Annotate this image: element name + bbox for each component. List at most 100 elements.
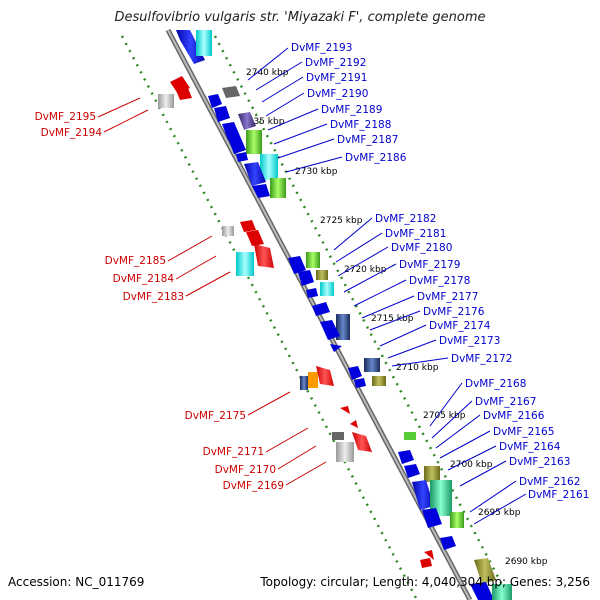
gene-feature — [208, 94, 222, 108]
gene-label: DvMF_2193 — [291, 42, 352, 54]
gene-label: DvMF_2192 — [305, 57, 366, 69]
gene-feature — [404, 464, 420, 478]
leader-line — [469, 480, 517, 513]
leader-line — [429, 382, 463, 427]
gene-feature — [252, 184, 270, 198]
gene-feature — [244, 162, 266, 186]
leader-line — [431, 400, 473, 439]
leader-line — [265, 92, 305, 117]
gene-feature — [424, 466, 440, 482]
gene-feature — [440, 536, 456, 550]
genes-forward — [176, 30, 512, 600]
labels-left: DvMF_2195 DvMF_2194 DvMF_2185 DvMF_2184 … — [35, 111, 284, 492]
leader-line — [369, 310, 421, 331]
tick-label: 2735 kbp — [242, 117, 285, 127]
gene-feature — [450, 512, 464, 528]
gene-label: DvMF_2171 — [203, 446, 264, 458]
gene-label: DvMF_2187 — [337, 134, 398, 146]
tick-label: 2725 kbp — [320, 216, 363, 226]
leader-line — [277, 138, 335, 159]
gene-label: DvMF_2182 — [375, 213, 436, 225]
gene-feature — [430, 480, 452, 516]
leader-line — [435, 414, 481, 449]
tick-label: 2710 kbp — [396, 363, 439, 373]
gene-label: DvMF_2168 — [465, 378, 526, 390]
gene-feature — [364, 358, 380, 372]
leader-lines-left — [97, 97, 327, 486]
genes-reverse — [158, 76, 434, 568]
leader-line — [247, 391, 291, 416]
tick-label: 2705 kbp — [423, 411, 466, 421]
accession-label: Accession: NC_011769 — [8, 575, 145, 589]
gene-label: DvMF_2169 — [223, 480, 284, 492]
gene-label: DvMF_2185 — [105, 255, 166, 267]
gene-label: DvMF_2176 — [423, 306, 485, 318]
gene-feature — [474, 558, 496, 584]
gene-feature — [228, 136, 246, 154]
gene-label: DvMF_2173 — [439, 335, 500, 347]
gene-feature — [320, 282, 334, 296]
gene-label: DvMF_2163 — [509, 456, 570, 468]
gene-label: DvMF_2184 — [113, 273, 175, 285]
gene-feature — [340, 406, 350, 414]
gene-feature — [424, 550, 434, 560]
tick-label: 2720 kbp — [344, 265, 387, 275]
leader-line — [255, 61, 303, 91]
tick-label: 2690 kbp — [505, 557, 548, 567]
gene-feature — [336, 442, 354, 462]
leader-line — [343, 263, 397, 293]
gene-label: DvMF_2188 — [330, 119, 391, 131]
gene-feature — [316, 366, 334, 386]
tick-label: 2695 kbp — [478, 508, 521, 518]
leader-line — [175, 255, 217, 280]
leader-line — [353, 279, 407, 307]
gene-feature — [214, 106, 230, 122]
tick-labels: 2740 kbp 2735 kbp 2730 kbp 2725 kbp 2720… — [242, 68, 548, 567]
gene-feature — [222, 122, 240, 140]
gene-feature — [254, 244, 274, 268]
gene-feature — [398, 450, 414, 464]
gene-feature — [350, 420, 358, 428]
genome-summary: Topology: circular; Length: 4,040,304 bp… — [260, 575, 590, 589]
gene-feature — [404, 432, 416, 440]
gene-feature — [222, 86, 240, 98]
gene-label: DvMF_2183 — [123, 291, 184, 303]
gene-feature — [422, 508, 442, 528]
leader-line — [439, 430, 491, 459]
gene-label: DvMF_2190 — [307, 88, 368, 100]
leader-line — [361, 295, 415, 319]
tick-label: 2700 kbp — [450, 460, 493, 470]
gene-label: DvMF_2174 — [429, 320, 491, 332]
leader-line — [387, 339, 437, 359]
gene-label: DvMF_2166 — [483, 410, 545, 422]
leader-line — [391, 357, 449, 367]
gene-feature — [222, 226, 234, 236]
leader-line — [333, 217, 373, 251]
page-title: Desulfovibrio vulgaris str. 'Miyazaki F'… — [114, 10, 486, 25]
gene-feature — [196, 30, 212, 56]
gene-feature — [492, 584, 512, 600]
gene-feature — [470, 582, 494, 600]
gene-feature — [352, 432, 372, 452]
leader-line — [185, 271, 231, 297]
gene-feature — [270, 178, 286, 198]
gene-feature — [348, 366, 362, 380]
gene-feature — [308, 372, 318, 388]
gene-feature — [330, 344, 342, 352]
gene-feature — [354, 378, 366, 388]
gene-label: DvMF_2167 — [475, 396, 536, 408]
gene-label: DvMF_2195 — [35, 111, 96, 123]
gene-label: DvMF_2172 — [451, 353, 512, 365]
tick-label: 2715 kbp — [371, 314, 414, 324]
leader-line — [285, 461, 327, 486]
leader-line — [379, 324, 427, 347]
leader-lines-right — [247, 47, 527, 525]
gene-feature — [288, 256, 306, 274]
leader-line — [247, 47, 289, 81]
gene-feature — [176, 88, 192, 100]
gene-label: DvMF_2164 — [499, 441, 561, 453]
leader-line — [267, 108, 319, 131]
leader-line — [337, 246, 389, 277]
gene-feature — [260, 154, 278, 180]
tick-label: 2730 kbp — [295, 167, 338, 177]
